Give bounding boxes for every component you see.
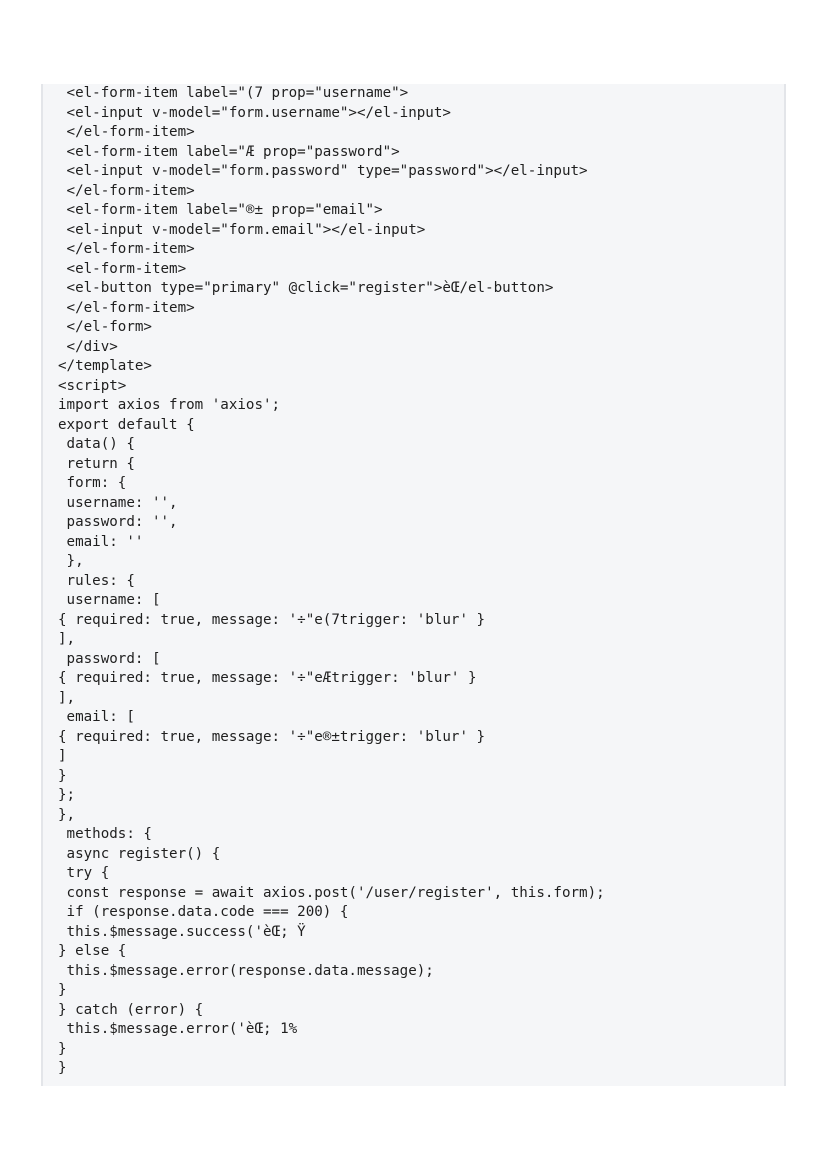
code-line: ], [58,689,76,706]
code-line: this.$message.error(response.data.messag… [58,962,434,979]
code-line: if (response.data.code === 200) { [58,904,349,920]
code-line: } [58,1040,67,1057]
code-line: } [58,767,67,784]
code-line: return { [58,455,135,472]
code-line: email: '' [58,533,144,550]
code-line: </el-form-item> [58,182,195,199]
code-block: <el-form-item label="(7 prop="username">… [41,84,786,1086]
code-line: <el-form-item label="Æ prop="password"> [58,143,400,160]
code-line: this.$message.success('èŒ; Ÿ [58,923,306,940]
code-line: import axios from 'axios'; [58,397,281,413]
code-lines: <el-form-item label="(7 prop="username">… [58,84,605,1079]
code-line: password: [ [58,650,161,667]
code-line: }; [58,787,76,803]
code-line: { required: true, message: '÷"e®±trigger… [58,728,486,745]
code-line: { required: true, message: '÷"e(7trigger… [58,611,486,628]
code-line: </el-form-item> [58,124,195,140]
code-line: } else { [58,943,127,959]
code-line: } [58,1060,67,1076]
code-line: }, [58,806,76,823]
code-line: data() { [58,436,135,452]
code-line: </el-form-item> [58,241,195,257]
code-line: <el-input v-model="form.password" type="… [58,163,588,179]
code-line: export default { [58,416,195,433]
code-line: </template> [58,358,152,374]
code-line: username: [ [58,592,161,608]
code-line: form: { [58,475,127,491]
code-line: } catch (error) { [58,1001,204,1018]
code-line: email: [ [58,709,135,725]
code-line: }, [58,553,84,569]
code-line: username: '', [58,494,178,511]
code-line: <el-input v-model="form.username"></el-i… [58,104,451,121]
code-line: } [58,982,67,998]
code-line: </el-form-item> [58,299,195,316]
code-line: <el-form-item> [58,260,187,277]
code-line: ] [58,748,67,764]
code-line: <el-input v-model="form.email"></el-inpu… [58,221,426,238]
code-line: this.$message.error('èŒ; 1% [58,1021,298,1037]
code-line: rules: { [58,572,135,589]
code-line: <el-form-item label="(7 prop="username"> [58,85,409,101]
code-line: <el-form-item label="®± prop="email"> [58,202,383,218]
code-line: try { [58,865,110,881]
code-line: { required: true, message: '÷"eÆtrigger:… [58,670,477,686]
code-line: </el-form> [58,319,152,335]
code-line: <script> [58,377,127,394]
code-line: <el-button type="primary" @click="regist… [58,280,554,296]
code-line: methods: { [58,826,152,842]
code-line: ], [58,631,76,647]
code-line: const response = await axios.post('/user… [58,884,605,901]
code-line: </div> [58,338,118,355]
code-line: async register() { [58,845,221,862]
code-line: password: '', [58,514,178,530]
